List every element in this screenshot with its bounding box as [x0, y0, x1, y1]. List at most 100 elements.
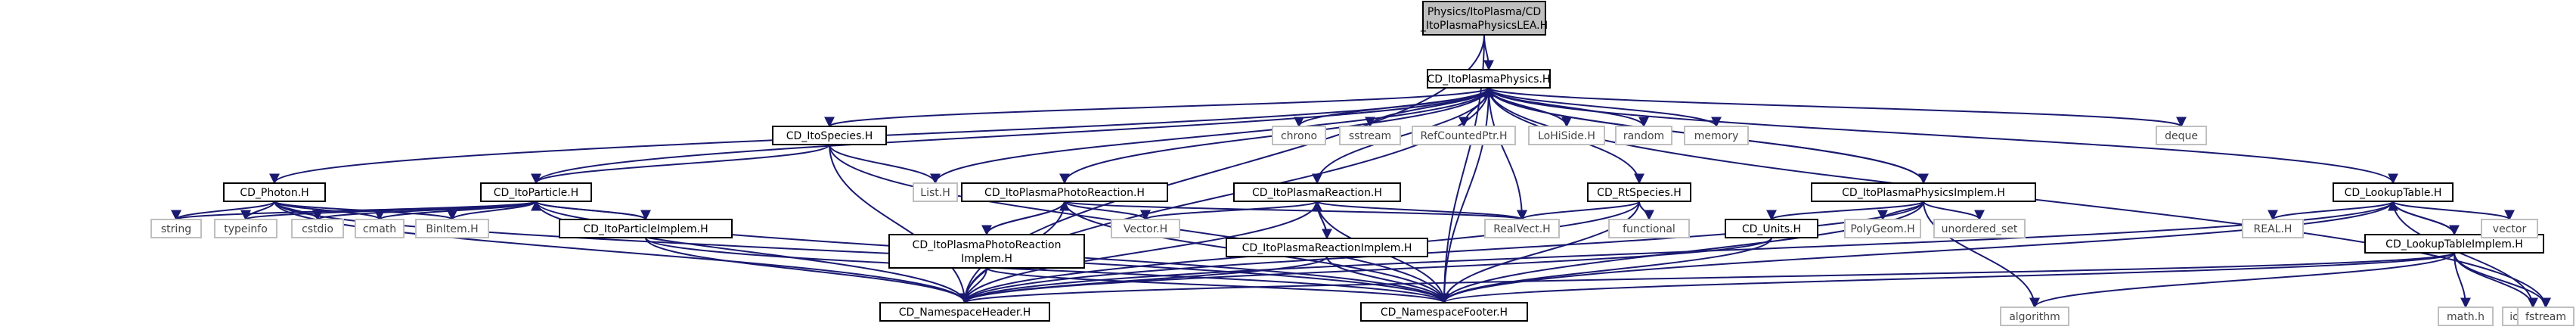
edge-rtspecies-to-realvect — [1517, 201, 1640, 221]
node-label: memory — [1694, 130, 1739, 142]
node-lookuptable[interactable]: CD_LookupTable.H — [2333, 182, 2454, 202]
edge-phys-to-itospecies — [824, 87, 1489, 128]
edge-phys-to-realvect — [1488, 87, 1527, 221]
node-label: chrono — [1281, 130, 1317, 142]
edge-phys-to-reaction — [1312, 87, 1489, 185]
node-phys[interactable]: CD_ItoPlasmaPhysics.H — [1427, 69, 1551, 89]
node-box — [1360, 302, 1528, 322]
node-units[interactable]: CD_Units.H — [1725, 219, 1818, 238]
node-box — [1226, 238, 1428, 257]
node-box — [2517, 307, 2574, 326]
node-box — [1528, 126, 1605, 145]
edge-phys-to-lookuptable — [1488, 87, 2398, 185]
node-label: RefCountedPtr.H — [1420, 130, 1507, 142]
node-label: BinItem.H — [426, 223, 478, 235]
node-label: random — [1623, 130, 1664, 142]
edge-photoreactionimplem-to-nsfooter — [986, 267, 1449, 304]
node-box — [214, 219, 277, 238]
node-itoparticle[interactable]: CD_ItoParticle.H — [480, 182, 592, 202]
edge-itospecies-to-listh — [829, 144, 941, 185]
node-label: PolyGeom.H — [1850, 223, 1914, 235]
node-label: vector — [2493, 223, 2527, 235]
edge-lookuptable-to-iostream — [2392, 201, 2538, 309]
node-nsfooter[interactable]: CD_NamespaceFooter.H — [1360, 302, 1528, 322]
node-photon[interactable]: CD_Photon.H — [223, 182, 326, 202]
node-lohiside: LoHiSide.H — [1528, 126, 1605, 145]
node-chrono: chrono — [1272, 126, 1326, 145]
node-label: CD_LookupTable.H — [2345, 187, 2442, 199]
node-reactionimplem[interactable]: CD_ItoPlasmaReactionImplem.H — [1226, 238, 1428, 257]
node-label: fstream — [2525, 311, 2566, 323]
edge-rtspecies-to-functional — [1638, 201, 1654, 221]
edge-lookuptable-to-nsheader — [959, 201, 2394, 304]
edge-phys-to-nsfooter — [1439, 87, 1489, 304]
node-label: CD_Photon.H — [240, 187, 308, 199]
edge-photoreaction-to-realvect — [1064, 201, 1527, 221]
node-box — [1933, 219, 2026, 238]
edge-physimplem-to-algorithm — [1923, 201, 2040, 309]
edge-units-to-nsheader — [959, 237, 1772, 304]
edge-lookupimplem-to-iostream — [2454, 252, 2538, 309]
edge-particleimplem-to-nsfooter — [645, 237, 1449, 304]
node-box — [1587, 182, 1691, 202]
edge-physimplem-to-units — [1766, 201, 1924, 221]
edge-itospecies-to-itoparticle — [531, 144, 830, 185]
node-algorithm: algorithm — [2000, 307, 2069, 326]
node-fstream: fstream — [2517, 307, 2574, 326]
node-box — [1422, 1, 1546, 36]
node-label: Physics/ItoPlasma/CD — [1427, 6, 1541, 18]
node-typeinfo: typeinfo — [214, 219, 277, 238]
node-label: CD_ItoPlasmaPhysicsImplem.H — [1842, 187, 2005, 199]
node-label: CD_NamespaceFooter.H — [1381, 307, 1508, 319]
node-label: CD_LookupTableImplem.H — [2385, 238, 2523, 251]
node-label: sstream — [1349, 130, 1391, 142]
node-box — [1608, 219, 1690, 238]
node-box — [1111, 219, 1180, 238]
node-rtspecies[interactable]: CD_RtSpecies.H — [1587, 182, 1691, 202]
node-box — [1272, 126, 1326, 145]
node-label: Vector.H — [1124, 223, 1167, 235]
edge-photoreactionimplem-to-photoreaction — [986, 200, 1070, 235]
edge-lookupimplem-to-fstream — [2454, 252, 2551, 309]
node-photoreaction[interactable]: CD_ItoPlasmaPhotoReaction.H — [961, 182, 1168, 202]
node-box — [1339, 126, 1401, 145]
node-label: unordered_set — [1942, 223, 2018, 235]
node-label: Implem.H — [961, 253, 1012, 265]
node-label: CD_ItoPlasmaPhotoReaction — [913, 239, 1062, 251]
node-label: RealVect.H — [1493, 223, 1550, 235]
node-label: cstdio — [302, 223, 333, 235]
node-realvect: RealVect.H — [1484, 219, 1560, 238]
node-label: CD_ItoParticle.H — [494, 187, 578, 199]
node-itospecies[interactable]: CD_ItoSpecies.H — [772, 126, 887, 145]
node-particleimplem[interactable]: CD_ItoParticleImplem.H — [559, 219, 733, 238]
node-root[interactable]: Physics/ItoPlasma/CD_ItoPlasmaPhysicsLEA… — [1420, 1, 1548, 36]
edge-lookuptable-to-stdvector — [2392, 201, 2515, 221]
node-box — [2242, 219, 2304, 238]
edges-layer — [171, 34, 2551, 309]
node-unorderedset: unordered_set — [1933, 219, 2026, 238]
node-box — [888, 234, 1085, 269]
node-physimplem[interactable]: CD_ItoPlasmaPhysicsImplem.H — [1811, 182, 2036, 202]
node-label: deque — [2165, 130, 2198, 142]
edge-itoparticle-to-cmath — [374, 201, 537, 221]
node-polygeom: PolyGeom.H — [1844, 219, 1921, 238]
node-vector: Vector.H — [1111, 219, 1180, 238]
node-label: CD_Units.H — [1742, 223, 1801, 235]
node-label: cmath — [363, 223, 396, 235]
nodes-layer: Physics/ItoPlasma/CD_ItoPlasmaPhysicsLEA… — [150, 1, 2574, 326]
node-box — [1684, 126, 1749, 145]
node-box — [2481, 219, 2538, 238]
node-sstream: sstream — [1339, 126, 1401, 145]
node-label: typeinfo — [224, 223, 268, 235]
node-label: CD_ItoPlasmaReactionImplem.H — [1242, 242, 1412, 254]
node-realh: REAL.H — [2242, 219, 2304, 238]
node-label: CD_ItoPlasmaReaction.H — [1252, 187, 1382, 199]
node-reaction[interactable]: CD_ItoPlasmaReaction.H — [1233, 182, 1401, 202]
node-memory: memory — [1684, 126, 1749, 145]
node-binitem: BinItem.H — [415, 219, 489, 238]
node-box — [480, 182, 592, 202]
node-nsheader[interactable]: CD_NamespaceHeader.H — [879, 302, 1050, 322]
node-box — [1427, 69, 1551, 89]
